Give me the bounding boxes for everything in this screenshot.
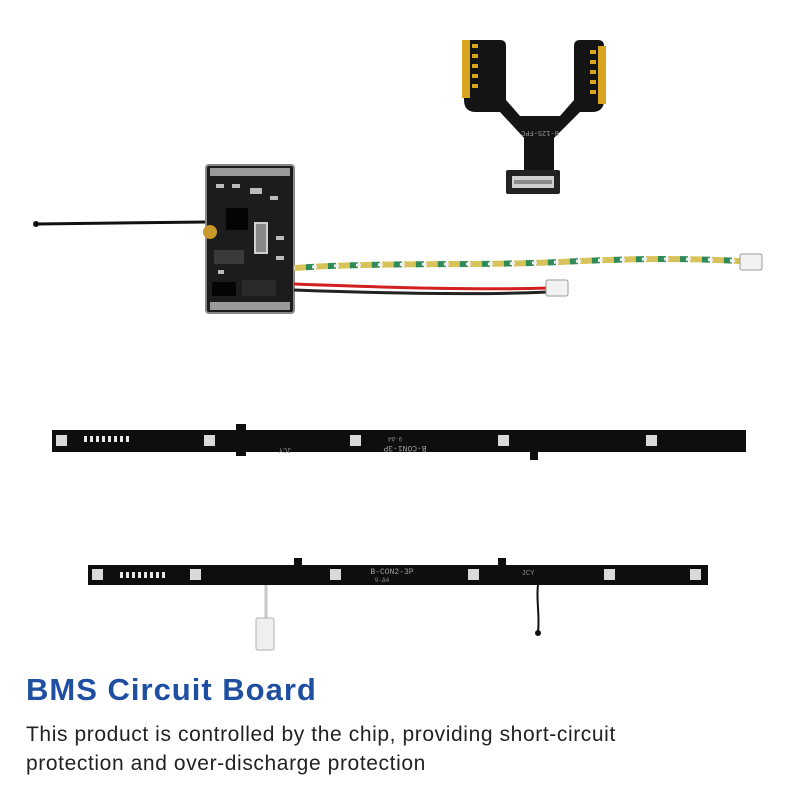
balance-strip-1: B-CON1-3P 9-Δ4 JCY: [52, 424, 746, 460]
strip1-maker-mark: JCY: [278, 445, 291, 453]
strip2-maker-mark: JCY: [522, 570, 535, 578]
fpc-flex-cable: B-125-FPC: [462, 40, 606, 194]
product-title: BMS Circuit Board: [26, 672, 317, 707]
strip1-label: B-CON1-3P: [383, 443, 426, 452]
product-photo: B-125-FPC: [33, 40, 763, 651]
strip2-label: B-CON2-3P: [370, 568, 413, 577]
balance-strip-2: B-CON2-3P 9-Δ4 JCY: [88, 558, 708, 651]
strip1-sub-label: 9-Δ4: [387, 435, 402, 442]
description-line-2: protection and over-discharge protection: [26, 752, 426, 775]
description-line-1: This product is controlled by the chip, …: [26, 723, 616, 746]
bms-main-board: [33, 164, 763, 314]
product-description: This product is controlled by the chip, …: [26, 720, 786, 778]
strip2-sub-label: 9-Δ4: [375, 577, 390, 584]
fpc-label: B-125-FPC: [521, 128, 559, 136]
